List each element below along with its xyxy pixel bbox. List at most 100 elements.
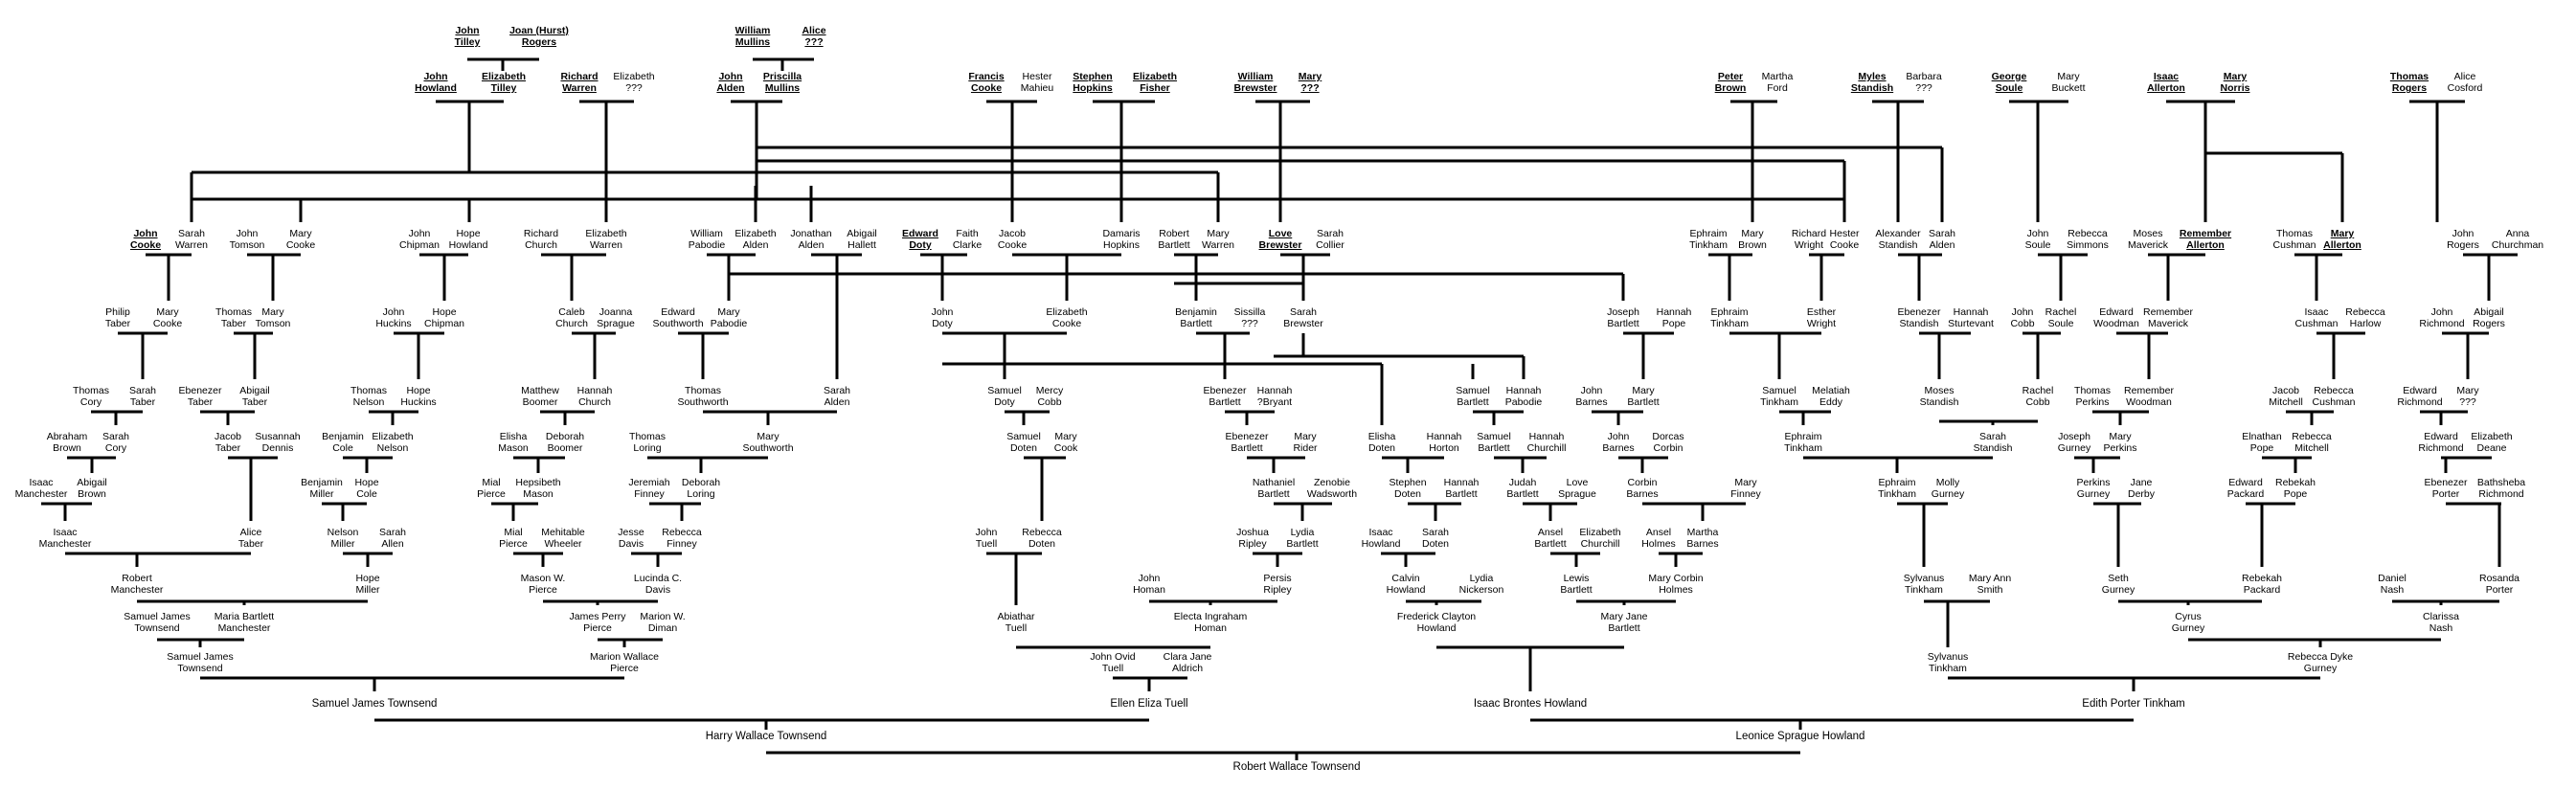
person-cjaldrich: Clara Jane Aldrich: [1163, 651, 1212, 674]
person-dhopkins: Damaris Hopkins: [1102, 228, 1141, 251]
person-bbartlett: Benjamin Bartlett: [1175, 306, 1217, 329]
person-hbryant: Hannah ?Bryant: [1256, 385, 1293, 408]
person-jchipman: John Chipman: [398, 228, 441, 251]
person-hchurchill: Hannah Churchill: [1526, 431, 1567, 454]
person-jbarnes: John Barnes: [1575, 385, 1608, 408]
person-choward: Calvin Howland: [1386, 573, 1426, 596]
person-hhowland: Hope Howland: [448, 228, 488, 251]
person-imanchester: Isaac Manchester: [14, 477, 68, 500]
person-fclarke: Faith Clarke: [952, 228, 983, 251]
person-erichmond2: Edward Richmond: [2418, 431, 2464, 454]
person-mcooke2: Mary Cooke: [152, 306, 183, 329]
person-lbartlett2: Lewis Bartlett: [1560, 573, 1593, 596]
person-jhowland: John Howland: [415, 71, 457, 94]
person-wmullins: William Mullins: [734, 25, 771, 48]
person-jmitchell: Jacob Mitchell: [2269, 385, 2303, 408]
person-tsouthworth: Thomas Southworth: [677, 385, 729, 408]
person-salden: Sarah Alden: [1928, 228, 1956, 251]
person-ewright: Esther Wright: [1806, 306, 1837, 329]
person-cchurch: Caleb Church: [555, 306, 588, 329]
person-epope: Elnathan Pope: [2242, 431, 2282, 454]
person-stinkham: Samuel Tinkham: [1760, 385, 1798, 408]
person-hmason: Hepsibeth Mason: [515, 477, 561, 500]
person-abrown: Abraham Brown: [46, 431, 88, 454]
person-jdoty: John Doty: [931, 306, 954, 329]
person-sstandish: Sarah Standish: [1973, 431, 2013, 454]
person-mperkins: Mary Perkins: [2103, 431, 2137, 454]
person-hchurch: Hannah Church: [576, 385, 613, 408]
person-jonalden: Jonathan Alden: [790, 228, 832, 251]
person-mwarren: Mary Warren: [1201, 228, 1235, 251]
person-rchurch: Richard Church: [523, 228, 559, 251]
person-mpierce2: Mial Pierce: [499, 527, 528, 550]
person-eptinkham: Edith Porter Tinkham: [2082, 698, 2185, 710]
person-lshowland: Leonice Sprague Howland: [1735, 731, 1865, 742]
person-bcole: Benjamin Cole: [322, 431, 364, 454]
person-mcook: Mary Cook: [1053, 431, 1078, 454]
person-msmith: Mary Ann Smith: [1968, 573, 2012, 596]
person-atuell: Abiathar Tuell: [997, 611, 1035, 634]
person-sbartlett: Samuel Bartlett: [1456, 385, 1490, 408]
person-iallerton: Isaac Allerton: [2147, 71, 2185, 94]
person-etilley: Elizabeth Tilley: [481, 71, 527, 94]
person-hbartlett: Hannah Bartlett: [1443, 477, 1480, 500]
person-eliz3: Elizabeth ???: [613, 71, 655, 94]
person-mary3b: Mary ???: [2456, 385, 2479, 408]
person-sbartlett2: Samuel Bartlett: [1477, 431, 1511, 454]
person-sdoten: Samuel Doten: [1006, 431, 1041, 454]
person-pbrown: Peter Brown: [1714, 71, 1747, 94]
person-etinkham3: Ephraim Tinkham: [1784, 431, 1822, 454]
person-mcobb: Mercy Cobb: [1035, 385, 1064, 408]
person-ptaber: Philip Taber: [104, 306, 131, 329]
person-wbrewster: William Brewster: [1233, 71, 1277, 94]
person-mjbartlett: Mary Jane Bartlett: [1600, 611, 1648, 634]
person-lbrewster: Love Brewster: [1258, 228, 1302, 251]
person-jsprague: Joanna Sprague: [597, 306, 635, 329]
person-barbara3: Barbara ???: [1906, 71, 1942, 94]
person-mpierce: Mial Pierce: [477, 477, 506, 500]
person-cnash: Clarissa Nash: [2423, 611, 2459, 634]
person-ewoodman: Edward Woodman: [2093, 306, 2139, 329]
person-brichmond: Bathsheba Richmond: [2476, 477, 2526, 500]
person-josbartlett: Joseph Bartlett: [1607, 306, 1639, 329]
person-epackard: Edward Packard: [2226, 477, 2265, 500]
person-jbarnes2: John Barnes: [1602, 431, 1635, 454]
person-mbartlett: Mary Bartlett: [1627, 385, 1660, 408]
person-hpope: Hannah Pope: [1656, 306, 1692, 329]
person-rbartlett: Robert Bartlett: [1158, 228, 1190, 251]
person-alice3: Alice ???: [802, 25, 826, 48]
person-jtaber: Jacob Taber: [214, 431, 242, 454]
person-zwadsworth: Zenobie Wadsworth: [1306, 477, 1358, 500]
person-edeane: Elizabeth Deane: [2471, 431, 2513, 454]
person-fchowland: Frederick Clayton Howland: [1396, 611, 1477, 634]
person-ebartlett: Ebenezer Bartlett: [1203, 385, 1247, 408]
person-mmaverick: Moses Maverick: [2127, 228, 2169, 251]
person-wpabodie: William Pabodie: [688, 228, 726, 251]
person-jsoule: John Soule: [2024, 228, 2051, 251]
person-hsturtevant: Hannah Sturtevant: [1948, 306, 1994, 329]
person-lbartlett: Lydia Bartlett: [1286, 527, 1319, 550]
person-tcory: Thomas Cory: [73, 385, 109, 408]
person-etinkham: Ephraim Tinkham: [1689, 228, 1728, 251]
person-scollier: Sarah Collier: [1316, 228, 1344, 251]
person-rwtownsend: Robert Wallace Townsend: [1232, 761, 1361, 773]
person-jhuckins: John Huckins: [375, 306, 412, 329]
person-ahallett: Abigail Hallett: [847, 228, 877, 251]
person-gsoule: George Soule: [1991, 71, 2027, 94]
person-sdennis: Susannah Dennis: [255, 431, 301, 454]
person-sissilla: Sissilla ???: [1233, 306, 1266, 329]
person-pmullins: Priscilla Mullins: [762, 71, 802, 94]
person-msouthworth: Mary Southworth: [742, 431, 794, 454]
person-jcobb: John Cobb: [2010, 306, 2035, 329]
person-mholmes: Mary Corbin Holmes: [1648, 573, 1704, 596]
person-tcushman: Thomas Cushman: [2272, 228, 2316, 251]
person-tperkins: Thomas Perkins: [2074, 385, 2111, 408]
person-sjtownsend2: Samuel James Townsend: [167, 651, 234, 674]
person-jalden: John Alden: [716, 71, 745, 94]
person-sdoten3: Sarah Doten: [1421, 527, 1450, 550]
person-rpope: Rebekah Pope: [2274, 477, 2316, 500]
person-arogers: Abigail Rogers: [2473, 306, 2505, 329]
person-pgurney: Perkins Gurney: [2076, 477, 2111, 500]
person-hmahieu: Hester Mahieu: [1020, 71, 1054, 94]
